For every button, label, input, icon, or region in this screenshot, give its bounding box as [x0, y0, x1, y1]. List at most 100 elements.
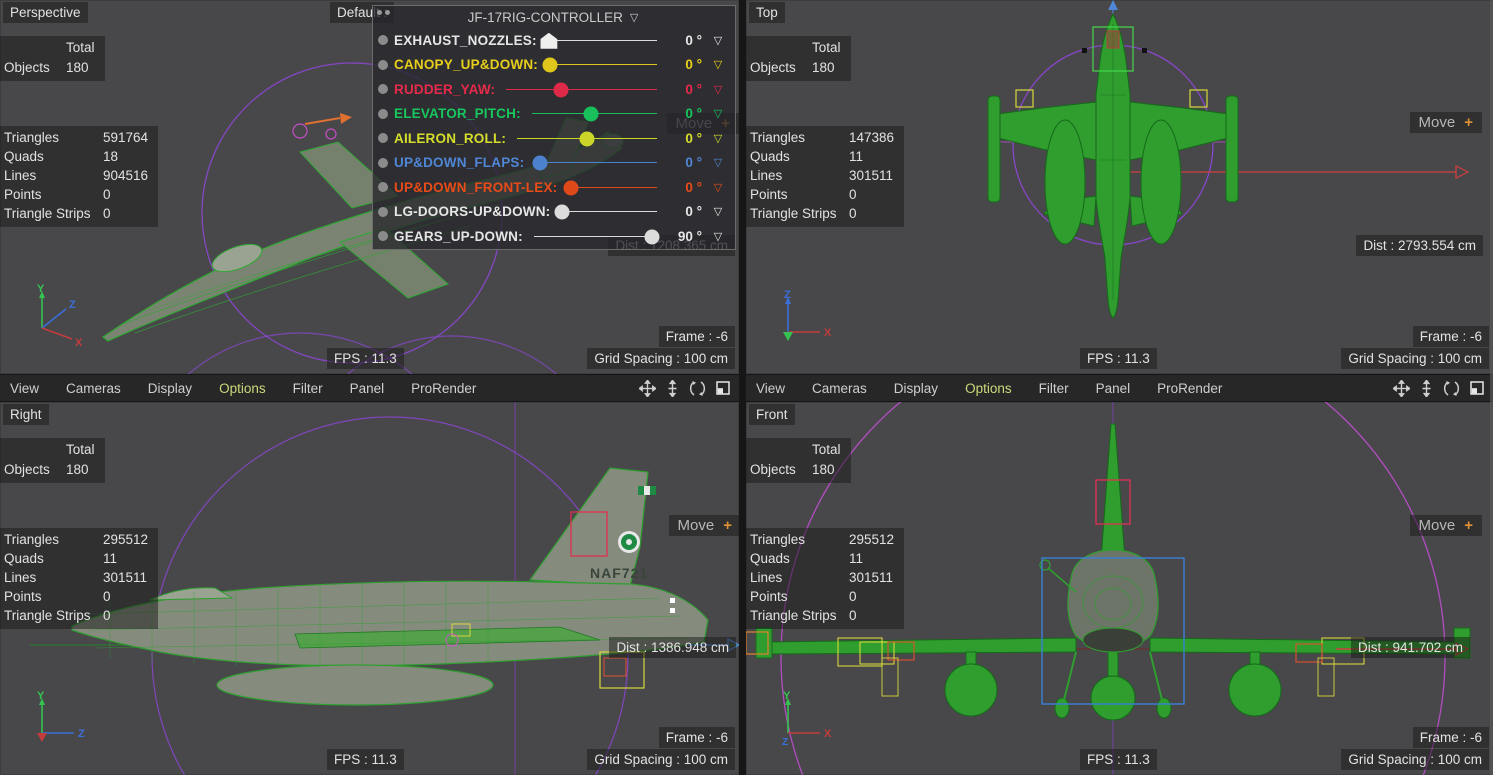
slider-radio-dot[interactable]: [378, 59, 388, 70]
slider-updown-front-lex[interactable]: UP&DOWN_FRONT-LEX: 0 ° ▽: [378, 175, 728, 200]
slider-handle[interactable]: [583, 106, 599, 122]
slider-value[interactable]: 0 °: [685, 204, 702, 220]
slider-handle[interactable]: [542, 57, 558, 73]
slider-value[interactable]: 0 °: [685, 106, 702, 122]
slider-value[interactable]: 0 °: [685, 57, 702, 73]
menu-panel[interactable]: Panel: [349, 380, 385, 396]
rig-controller-hud[interactable]: JF-17RIG-CONTROLLER ▽ EXHAUST_NOZZLES: 0…: [372, 5, 736, 250]
slider-caret-icon[interactable]: ▽: [713, 230, 723, 243]
slider-handle[interactable]: [563, 180, 579, 196]
slider-radio-dot[interactable]: [378, 108, 388, 119]
move-tool-plus[interactable]: +: [1464, 114, 1473, 131]
slider-handle[interactable]: [540, 32, 558, 49]
viewport-edge-highlight: [1490, 0, 1493, 775]
toggle-viewport-layout-icon[interactable]: [1469, 380, 1485, 396]
slider-value[interactable]: 0 °: [685, 81, 702, 97]
slider-track[interactable]: [531, 106, 657, 122]
slider-label: GEARS_UP-DOWN:: [394, 228, 523, 244]
slider-value[interactable]: 0 °: [685, 179, 702, 195]
move-tool-hud[interactable]: Move +: [668, 515, 739, 536]
slider-caret-icon[interactable]: ▽: [713, 59, 723, 72]
selection-bbox: [1041, 557, 1185, 705]
slider-caret-icon[interactable]: ▽: [713, 132, 723, 145]
move-tool-plus[interactable]: +: [1464, 517, 1473, 534]
menu-display[interactable]: Display: [147, 380, 193, 396]
menu-prorender[interactable]: ProRender: [411, 380, 477, 396]
slider-track[interactable]: [532, 155, 657, 171]
toggle-viewport-layout-icon[interactable]: [715, 380, 731, 396]
slider-track[interactable]: [563, 180, 657, 196]
slider-gears-updown[interactable]: GEARS_UP-DOWN: 90 ° ▽: [378, 224, 728, 249]
slider-radio-dot[interactable]: [378, 182, 388, 193]
slider-updown-flaps[interactable]: UP&DOWN_FLAPS: 0 ° ▽: [378, 151, 728, 176]
slider-radio-dot[interactable]: [378, 157, 388, 168]
move-tool-hud[interactable]: Move +: [1409, 515, 1482, 536]
slider-handle[interactable]: [553, 82, 568, 98]
slider-caret-icon[interactable]: ▽: [713, 34, 723, 47]
menu-options[interactable]: Options: [219, 380, 266, 396]
hud-title-caret-icon[interactable]: ▽: [629, 12, 639, 24]
slider-caret-icon[interactable]: ▽: [713, 206, 723, 219]
slider-radio-dot[interactable]: [378, 35, 388, 46]
slider-canopy-updown[interactable]: CANOPY_UP&DOWN: 0 ° ▽: [378, 53, 728, 78]
hud-handle-dots[interactable]: [377, 10, 390, 15]
menu-display[interactable]: Display: [893, 380, 939, 396]
objects-value: 180: [66, 462, 89, 477]
slider-track[interactable]: [554, 204, 657, 220]
move-tool-plus[interactable]: +: [723, 517, 732, 534]
menu-options[interactable]: Options: [965, 380, 1012, 396]
slider-track[interactable]: [517, 131, 657, 147]
slider-caret-icon[interactable]: ▽: [713, 181, 723, 194]
rotate-camera-icon[interactable]: [1443, 380, 1460, 397]
slider-handle[interactable]: [579, 131, 595, 147]
slider-track[interactable]: [506, 82, 657, 98]
objects-label: Objects: [4, 60, 50, 75]
slider-lg-doors-updown[interactable]: LG-DOORS-UP&DOWN: 0 ° ▽: [378, 200, 728, 225]
slider-handle[interactable]: [532, 155, 548, 171]
hud-title[interactable]: JF-17RIG-CONTROLLER ▽: [378, 7, 728, 28]
slider-track[interactable]: [533, 229, 660, 245]
menu-cameras[interactable]: Cameras: [812, 380, 867, 396]
slider-radio-dot[interactable]: [378, 133, 388, 144]
move-tool-hud[interactable]: Move +: [1409, 112, 1482, 133]
slider-caret-icon[interactable]: ▽: [713, 108, 723, 121]
menu-view[interactable]: View: [756, 380, 786, 396]
slider-exhaust-nozzles[interactable]: EXHAUST_NOZZLES: 0 ° ▽: [378, 28, 728, 53]
move-camera-icon[interactable]: [1393, 379, 1410, 397]
dolly-camera-icon[interactable]: [1419, 379, 1434, 397]
menu-panel[interactable]: Panel: [1095, 380, 1131, 396]
menu-filter[interactable]: Filter: [292, 380, 323, 396]
menu-prorender[interactable]: ProRender: [1157, 380, 1223, 396]
slider-rudder-yaw[interactable]: RUDDER_YAW: 0 ° ▽: [378, 77, 728, 102]
slider-track[interactable]: [540, 32, 657, 49]
grid-spacing-readout: Grid Spacing : 100 cm: [587, 749, 735, 770]
menu-cameras[interactable]: Cameras: [66, 380, 121, 396]
slider-caret-icon[interactable]: ▽: [713, 157, 723, 170]
slider-value[interactable]: 0 °: [685, 32, 702, 48]
move-camera-icon[interactable]: [639, 379, 656, 397]
selection-rect: [570, 511, 608, 557]
slider-radio-dot[interactable]: [378, 231, 388, 242]
menu-view[interactable]: View: [10, 380, 40, 396]
slider-handle[interactable]: [554, 204, 570, 220]
slider-radio-dot[interactable]: [378, 206, 388, 217]
slider-aileron-roll[interactable]: AILERON_ROLL: 0 ° ▽: [378, 126, 728, 151]
slider-value[interactable]: 0 °: [685, 155, 702, 171]
slider-value[interactable]: 0 °: [685, 130, 702, 146]
slider-radio-dot[interactable]: [378, 84, 388, 95]
slider-caret-icon[interactable]: ▽: [713, 83, 723, 96]
axis-x-label: X: [75, 337, 83, 349]
slider-elevator-pitch[interactable]: ELEVATOR_PITCH: 0 ° ▽: [378, 102, 728, 127]
dolly-camera-icon[interactable]: [665, 379, 680, 397]
slider-handle[interactable]: [644, 229, 660, 245]
rotate-camera-icon[interactable]: [689, 380, 706, 397]
slider-value[interactable]: 90 °: [677, 228, 702, 244]
menu-filter[interactable]: Filter: [1038, 380, 1069, 396]
slider-track[interactable]: [542, 57, 657, 73]
